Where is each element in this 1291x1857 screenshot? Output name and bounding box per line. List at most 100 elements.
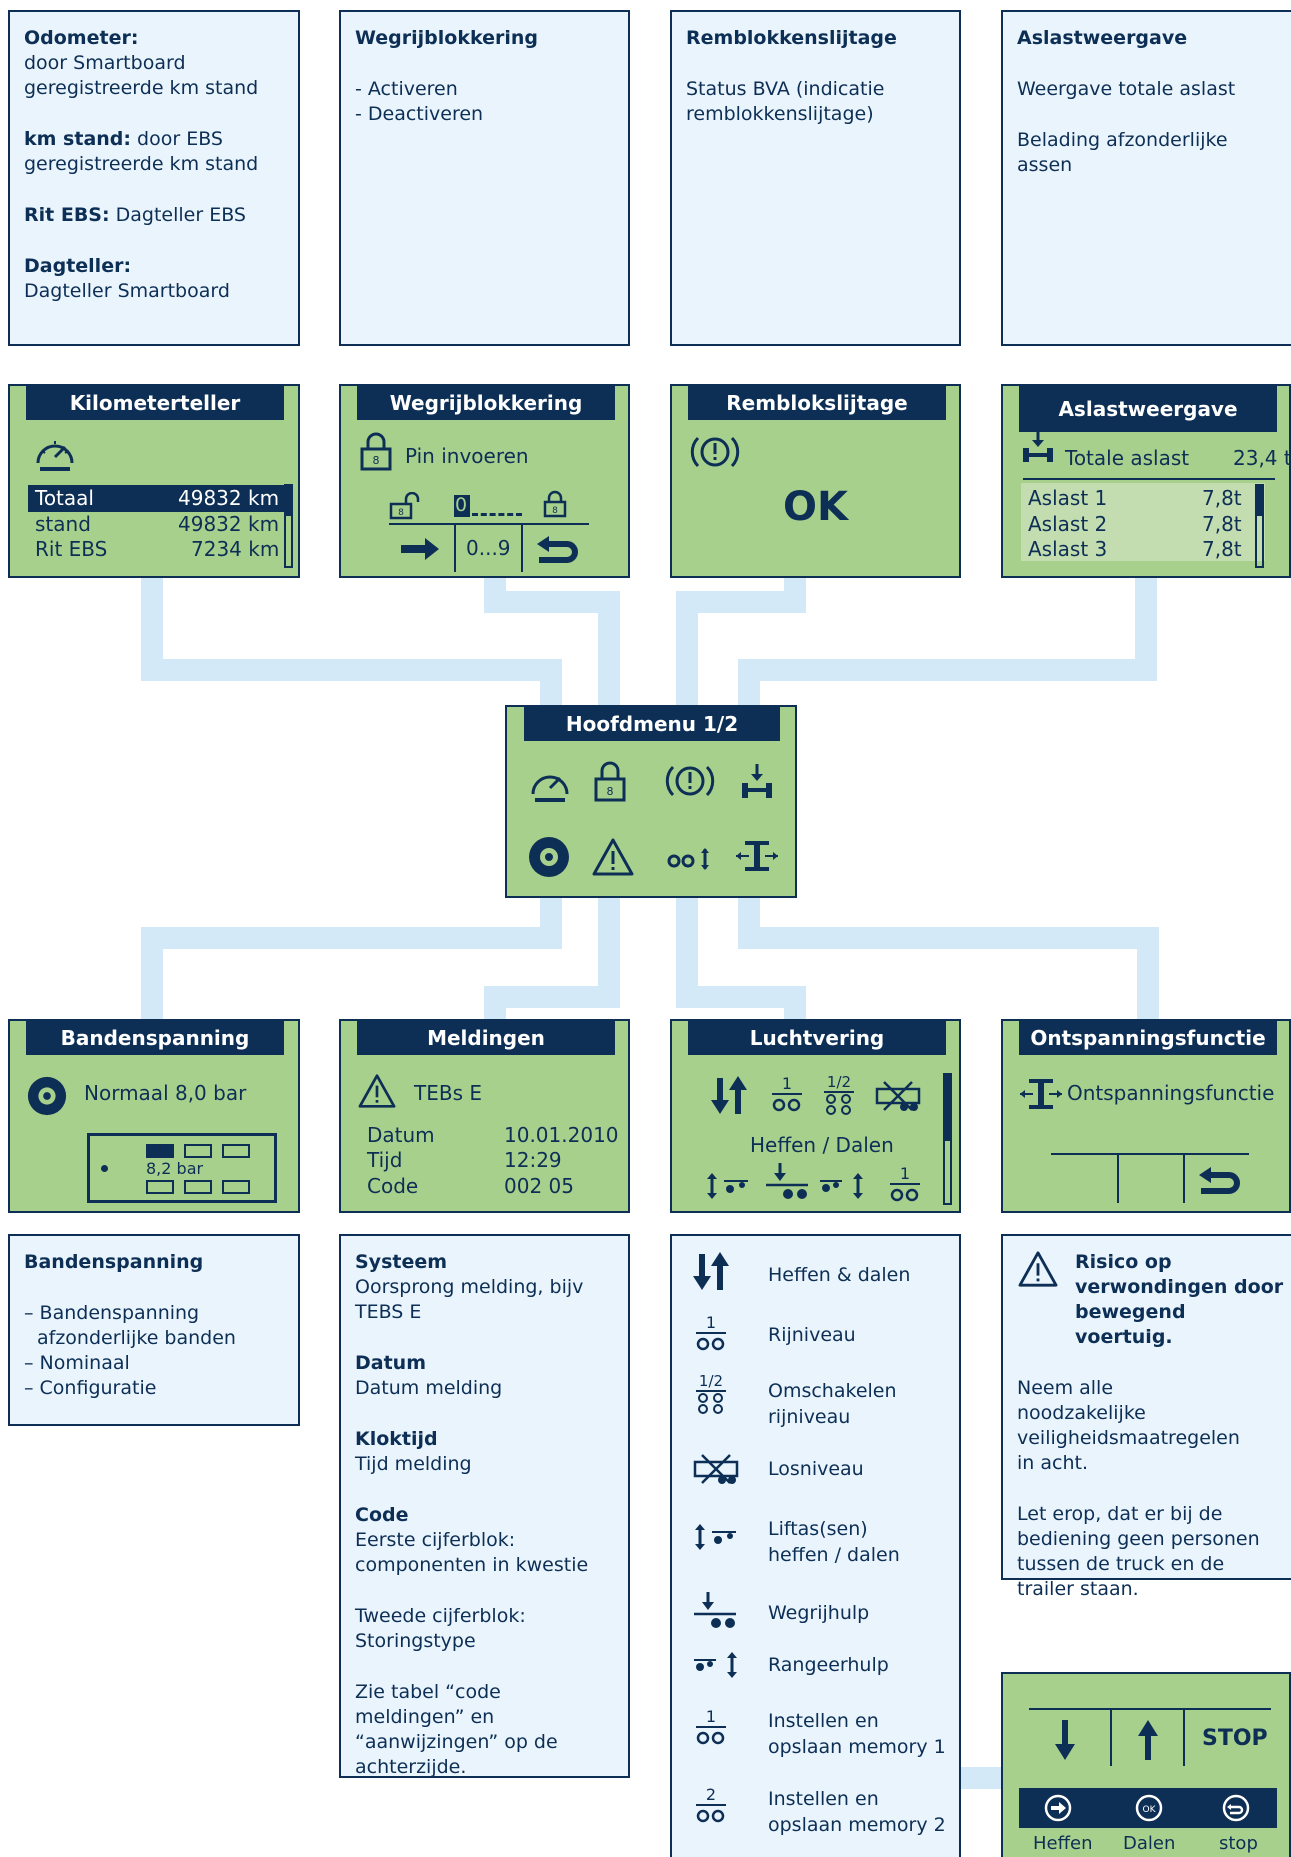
remote-control-screen: STOP OK Heffen Dalen stop — [1001, 1672, 1291, 1857]
scrollbar[interactable] — [943, 1073, 952, 1205]
lift-lower-icon[interactable] — [710, 1074, 750, 1116]
info-line: - Activeren — [355, 78, 458, 100]
info-label: Odometer: — [24, 27, 139, 49]
next-button-icon[interactable] — [1043, 1793, 1073, 1823]
legend-text: Omschakelen rijniveau — [768, 1380, 897, 1428]
lift-axle-icon[interactable] — [667, 847, 715, 871]
axle-value: 7,8t — [1202, 537, 1242, 561]
unload-level-icon — [692, 1452, 740, 1493]
screen-title: Wegrijblokkering — [357, 386, 615, 420]
info-label: Code — [355, 1504, 409, 1526]
unload-level-icon[interactable] — [874, 1079, 922, 1113]
release-function-icon[interactable] — [735, 837, 779, 877]
scrollbar[interactable] — [1255, 484, 1264, 568]
info-line: - Deactiveren — [355, 103, 484, 125]
km-row-label: Rit EBS — [35, 537, 108, 561]
lock-closed-icon: 8 — [542, 490, 568, 518]
info-label: Dagteller: — [24, 255, 132, 277]
tire-cell[interactable] — [184, 1180, 212, 1194]
warning-text: Neem alle noodzakelijke veiligheidsmaatr… — [1017, 1377, 1240, 1474]
digit-range[interactable]: 0...9 — [466, 536, 511, 560]
ride-level-1-icon: 1 — [692, 1312, 730, 1361]
info-title: Aslastweergave — [1017, 27, 1188, 49]
back-arrow-icon[interactable] — [535, 532, 579, 564]
maneuver-help-icon — [692, 1650, 742, 1687]
tire-cell[interactable] — [222, 1180, 250, 1194]
info-line: – Nominaal — [24, 1352, 130, 1374]
pin-digit-cursor[interactable] — [454, 495, 470, 517]
arrow-down-icon[interactable] — [1053, 1718, 1077, 1762]
stop-label[interactable]: STOP — [1202, 1726, 1268, 1751]
axle-label: Aslast 3 — [1028, 537, 1108, 561]
ride-level-half-icon: 1/2 — [692, 1370, 730, 1423]
function-caption: Heffen / Dalen — [750, 1133, 894, 1157]
axle-value: 7,8t — [1202, 486, 1242, 510]
brake-wear-icon[interactable] — [665, 761, 715, 801]
info-line: Belading afzonderlijke assen — [1017, 129, 1228, 176]
lift-axle-icon[interactable] — [704, 1171, 750, 1201]
km-row-value: 49832 km — [178, 486, 280, 510]
message-label: Tijd — [367, 1148, 403, 1172]
info-text: Zie tabel “code meldingen” en “aanwijzin… — [355, 1681, 558, 1778]
axle-label: Aslast 1 — [1028, 486, 1108, 510]
speedometer-icon[interactable] — [527, 762, 573, 802]
info-line: – Bandenspanning — [24, 1302, 200, 1324]
info-text: door Smartboard geregistreerde km stand — [24, 52, 259, 99]
screen-title: Ontspanningsfunctie — [1019, 1021, 1277, 1055]
warning-icon — [1017, 1250, 1059, 1288]
tire-cell-selected[interactable] — [146, 1144, 174, 1158]
info-text: Dagteller EBS — [115, 204, 246, 226]
info-title: Bandenspanning — [24, 1251, 204, 1273]
km-row-label: stand — [35, 512, 91, 536]
arrow-up-icon[interactable] — [1136, 1718, 1160, 1762]
svg-text:1/2: 1/2 — [699, 1372, 723, 1390]
svg-text:1: 1 — [706, 1313, 716, 1332]
brake-status: OK — [783, 484, 848, 530]
info-text: door EBS geregistreerde km stand — [24, 128, 259, 175]
memory-1-icon[interactable]: 1 — [886, 1163, 924, 1205]
tire-cell[interactable] — [222, 1144, 250, 1158]
axle-load-icon[interactable] — [740, 762, 774, 800]
hardkey-label: Heffen — [1033, 1833, 1093, 1854]
scrollbar[interactable] — [284, 484, 293, 568]
softkey-divider — [1183, 1708, 1185, 1766]
softkey-divider — [1029, 1708, 1271, 1710]
ontspanning-screen: Ontspanningsfunctie Ontspanningsfunctie — [1001, 1019, 1291, 1213]
info-text: Status BVA (indicatie remblokkenslijtage… — [686, 78, 885, 125]
lock-icon[interactable]: 8 — [593, 759, 627, 803]
warning-text: Let erop, dat er bij de bediening geen p… — [1017, 1503, 1260, 1600]
tire-icon[interactable] — [527, 835, 571, 879]
banden-screen: Bandenspanning Normaal 8,0 bar 8,2 bar — [8, 1019, 300, 1213]
info-line: Weergave totale aslast — [1017, 78, 1236, 100]
message-label: Datum — [367, 1123, 435, 1147]
warning-icon[interactable] — [591, 837, 635, 877]
message-label: Code — [367, 1174, 419, 1198]
pin-digit: 0 — [455, 494, 468, 516]
legend-row: 1 Rijniveau — [672, 1312, 959, 1362]
meldingen-screen: Meldingen TEBs E Datum 10.01.2010 Tijd 1… — [339, 1019, 630, 1213]
maneuver-help-icon[interactable] — [818, 1171, 868, 1201]
info-title: Wegrijblokkering — [355, 27, 538, 49]
legend-row: Rangeerhulp — [672, 1650, 959, 1690]
back-button-icon[interactable] — [1221, 1793, 1251, 1823]
tire-pressure: 8,2 bar — [146, 1159, 204, 1178]
svg-text:1: 1 — [900, 1164, 910, 1183]
hoofdmenu-screen: Hoofdmenu 1/2 8 — [505, 705, 797, 898]
softkey-divider — [1117, 1153, 1119, 1203]
ride-level-1-icon[interactable]: 1 — [768, 1073, 806, 1115]
arrow-right-icon[interactable] — [399, 536, 441, 562]
screen-title: Meldingen — [357, 1021, 615, 1055]
kilometer-screen: Kilometerteller Totaal 49832 km stand 49… — [8, 384, 300, 578]
luchtvering-legend-box: Heffen & dalen 1 Rijniveau 1/2 Omschakel… — [670, 1234, 961, 1857]
brake-wear-icon — [690, 432, 740, 472]
ride-level-half-icon[interactable]: 1/2 — [820, 1071, 858, 1117]
traction-help-icon[interactable] — [764, 1161, 810, 1201]
ok-button-icon[interactable]: OK — [1134, 1793, 1164, 1823]
legend-row: 2 Instellen en opslaan memory 2 — [672, 1784, 959, 1844]
tire-cell[interactable] — [146, 1180, 174, 1194]
back-arrow-icon[interactable] — [1197, 1163, 1241, 1195]
memory-2-icon: 2 — [692, 1784, 730, 1833]
tire-cell[interactable] — [184, 1144, 212, 1158]
unlock-icon: 8 — [389, 492, 425, 520]
tire-icon — [26, 1075, 68, 1117]
